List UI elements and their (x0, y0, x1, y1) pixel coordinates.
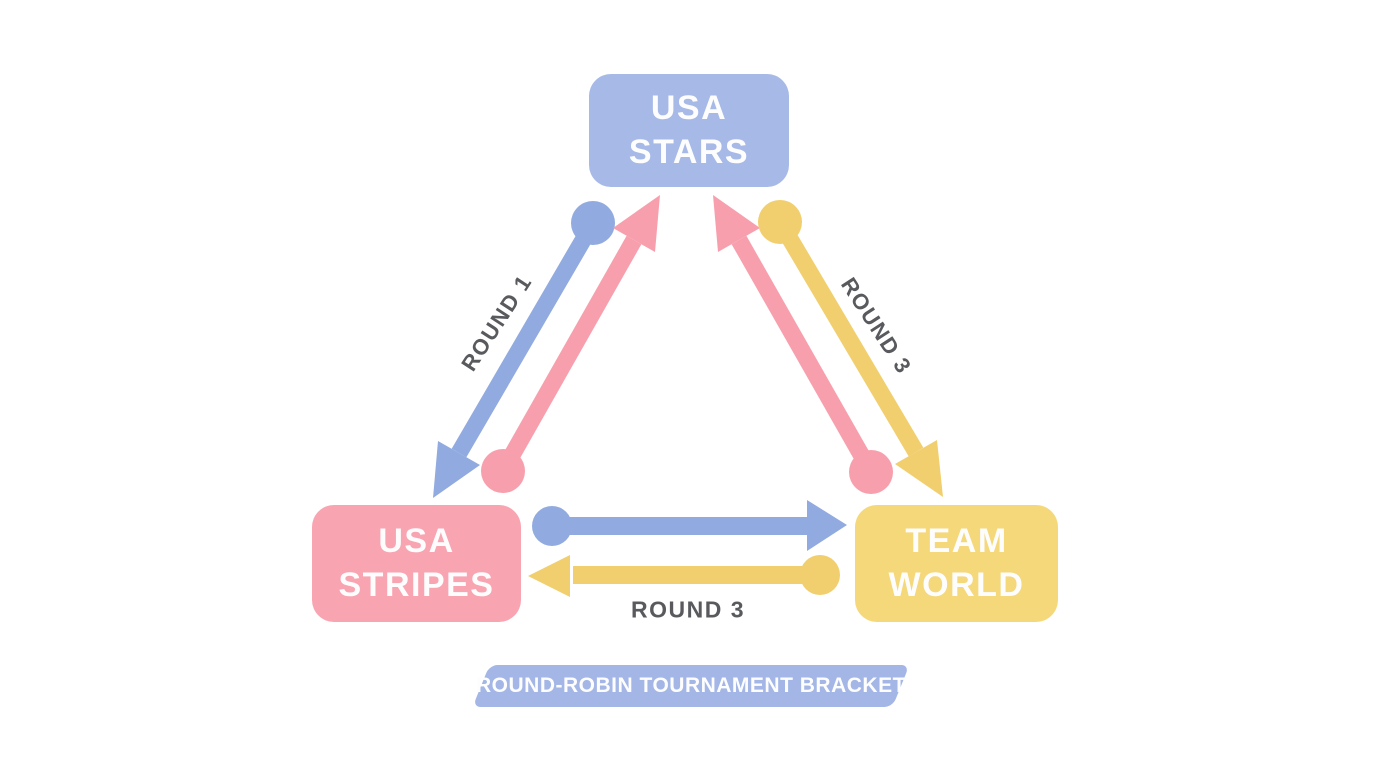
arrowhead-icon (528, 555, 570, 597)
arrow-shaft (495, 235, 642, 476)
team-name-line: STARS (628, 132, 750, 171)
team-name-line: WORLD (888, 565, 1025, 604)
arrow-round3-world-to-stars (713, 195, 893, 494)
node-team-world: TEAM WORLD (855, 505, 1058, 622)
arrow-round3-stars-to-world (758, 200, 943, 497)
node-usa-stars: USA STARS (589, 74, 789, 187)
edge-label-round-3-bottom: ROUND 3 (630, 596, 746, 623)
arrowhead-icon (713, 195, 760, 252)
arrow-round1-stripes-to-stars (481, 195, 660, 493)
arrow-shaft (731, 235, 879, 477)
arrowhead-icon (807, 500, 847, 551)
arrowhead-icon (433, 441, 480, 498)
node-usa-stripes: USA STRIPES (312, 505, 521, 622)
arrow-round3-stripes-to-world (532, 500, 847, 551)
team-name-line: STRIPES (338, 565, 495, 604)
arrow-round1-stars-to-stripes (433, 201, 615, 498)
arrowhead-icon (895, 440, 943, 497)
team-name-line: USA (378, 521, 455, 560)
title-banner: ROUND-ROBIN TOURNAMENT BRACKET (472, 665, 910, 707)
arrow-shaft (451, 218, 601, 458)
team-name-line: TEAM (905, 521, 1008, 560)
title-banner-text: ROUND-ROBIN TOURNAMENT BRACKET (476, 674, 906, 697)
arrow-round3-world-to-stripes (528, 555, 840, 597)
arrow-shaft (772, 217, 924, 457)
arrowhead-icon (613, 195, 660, 252)
team-name-line: USA (650, 88, 728, 127)
